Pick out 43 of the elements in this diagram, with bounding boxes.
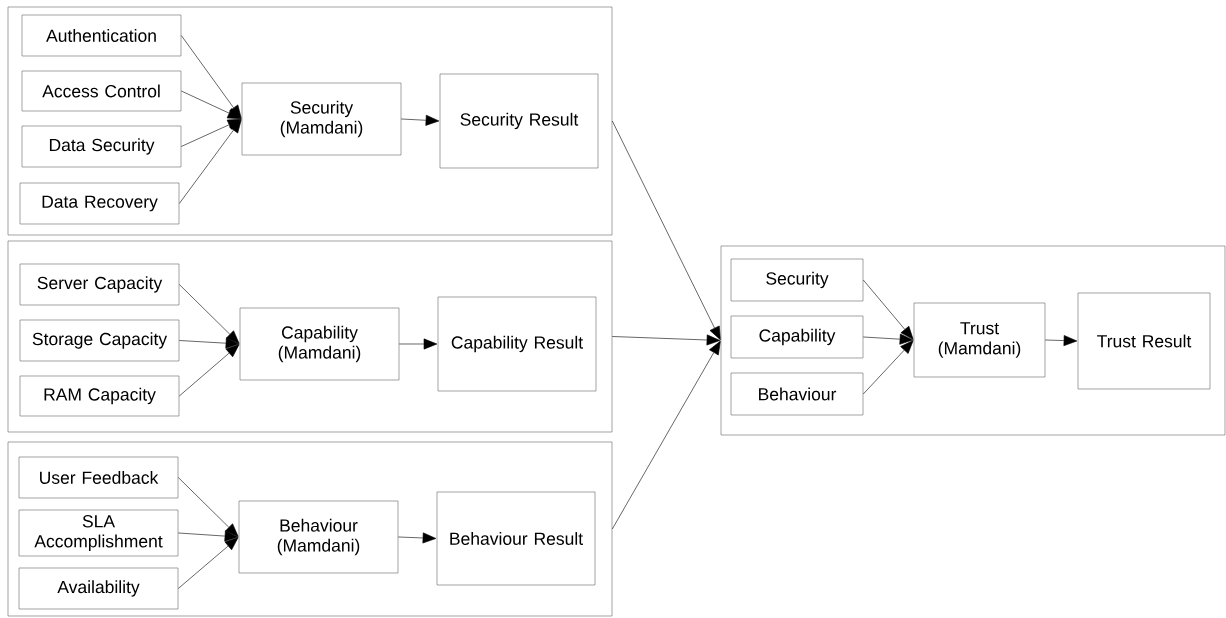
arrow: [612, 120, 721, 341]
arrow: [863, 340, 914, 395]
arrow: [612, 334, 721, 346]
arrow: [179, 337, 240, 349]
arrow: [612, 340, 721, 530]
process-box: Security (Mamdani): [241, 82, 402, 156]
process-box: RAM Capacity: [19, 375, 180, 417]
arrow: [179, 344, 240, 397]
group-box: [7, 441, 613, 617]
arrow: [181, 90, 242, 119]
process-box: Server Capacity: [19, 263, 180, 306]
arrow: [401, 114, 440, 126]
process-box: SLA Accomplishment: [18, 509, 179, 557]
process-box: Behaviour Result: [436, 491, 596, 586]
process-box: Storage Capacity: [19, 319, 180, 362]
group-box: [7, 240, 613, 433]
arrow: [1045, 335, 1078, 346]
process-box: Capability (Mamdani): [239, 307, 400, 381]
group-box: [7, 6, 613, 236]
process-box: Security Result: [439, 73, 599, 169]
group-box: [720, 245, 1226, 436]
process-box: Trust (Mamdani): [913, 302, 1046, 378]
arrow: [179, 284, 240, 344]
process-box: Security: [730, 258, 864, 302]
arrow: [863, 333, 914, 345]
process-box: Behaviour (Mamdani): [238, 500, 399, 574]
process-box: Behaviour: [730, 372, 864, 416]
arrow: [179, 119, 242, 204]
process-box: User Feedback: [18, 456, 179, 499]
process-box: Authentication: [21, 14, 182, 57]
process-box: Trust Result: [1077, 292, 1211, 390]
arrow: [863, 279, 914, 340]
arrow: [178, 477, 239, 537]
process-box: Data Recovery: [19, 182, 180, 225]
process-box: Availability: [18, 567, 179, 610]
process-box: Capability: [730, 315, 864, 359]
process-box: Access Control: [21, 70, 182, 112]
arrow: [178, 537, 239, 589]
process-box: Capability Result: [437, 296, 597, 392]
arrow: [398, 532, 437, 544]
arrow: [178, 530, 239, 542]
process-box: Data Security: [21, 125, 182, 168]
arrow: [399, 338, 438, 350]
